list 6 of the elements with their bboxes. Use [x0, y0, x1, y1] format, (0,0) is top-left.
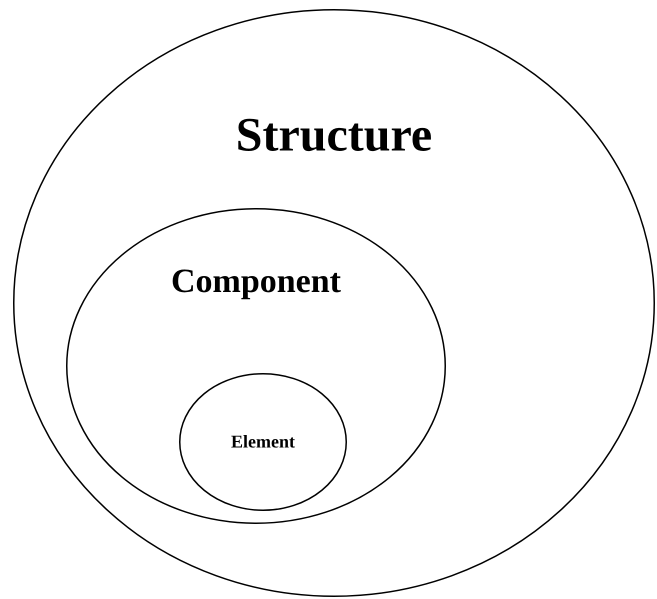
node-label: Element: [230, 432, 296, 452]
inner-ellipse: [179, 373, 347, 511]
outer-ellipse: [13, 9, 655, 597]
node-label: Structure: [234, 108, 434, 162]
node-label: Component: [170, 263, 342, 301]
middle-ellipse: [66, 208, 446, 524]
